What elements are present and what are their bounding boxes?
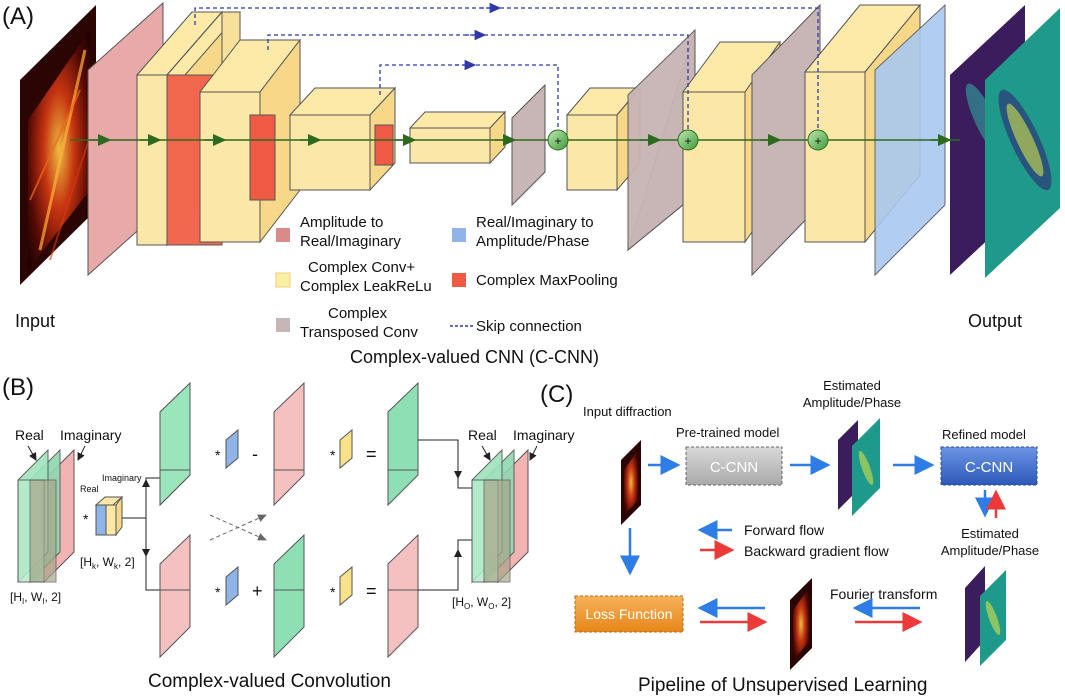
sum-node-1: + <box>547 129 569 151</box>
output-phase-image <box>985 8 1060 278</box>
op-star: * <box>215 584 221 600</box>
pretrained-ccnn-text: C-CNN <box>710 459 758 476</box>
result-real <box>387 381 419 507</box>
kernel-imag-label: Imaginary <box>102 473 142 483</box>
imag-part-top <box>273 381 305 507</box>
bottleneck-block <box>408 110 507 165</box>
sum-symbol: + <box>554 134 561 148</box>
legend-amp2ri-line1: Amplitude to <box>300 214 383 231</box>
op-plus: + <box>252 581 263 601</box>
sum-symbol: + <box>684 134 691 148</box>
pretrained-model-label: Pre-trained model <box>676 425 779 440</box>
input-feature-stack <box>17 448 75 584</box>
legend-amp2ri-line2: Real/Imaginary <box>300 233 401 250</box>
estimated-top-line2: Amplitude/Phase <box>803 395 901 410</box>
kernel-dims: [Hk, Wk, 2] <box>80 555 135 571</box>
conv-block-3 <box>288 86 397 192</box>
op-star: * <box>83 511 89 527</box>
panel-a-label: (A) <box>2 3 34 30</box>
sum-node-2: + <box>677 129 699 151</box>
output-feature-stack <box>471 448 529 584</box>
c-input-diffraction <box>621 440 641 525</box>
estimated-top-line1: Estimated <box>823 378 881 393</box>
result-imag <box>387 533 419 659</box>
op-equal: = <box>366 581 377 601</box>
op-minus: - <box>252 444 258 464</box>
forward-flow-label: Forward flow <box>744 522 825 538</box>
estimated-right-line1: Estimated <box>961 526 1019 541</box>
kernel-imag-top <box>339 428 353 470</box>
sum-symbol: + <box>814 134 821 148</box>
estimated-amp-phase-bottom <box>965 566 1006 666</box>
refined-model-label: Refined model <box>942 427 1026 442</box>
output-label: Output <box>968 311 1022 331</box>
input-dims: [HI, WI, 2] <box>10 590 61 606</box>
c-reconstructed-diffraction <box>790 578 812 670</box>
output-dims: [HO, WO, 2] <box>452 595 511 611</box>
legend-ri2ap-line2: Amplitude/Phase <box>476 233 589 250</box>
skip-connections <box>194 2 819 140</box>
legend-conv-line1: Complex Conv+ <box>308 259 415 276</box>
legend-conv-line2: Complex LeakReLu <box>300 278 432 295</box>
fourier-transform-label: Fourier transform <box>830 586 937 602</box>
input-diffraction-label: Input diffraction <box>583 404 672 419</box>
kernel-real-top <box>225 428 239 470</box>
legend-swatch-conv <box>275 272 291 288</box>
legend-swatch-amp2ri <box>276 228 290 242</box>
pretrained-ccnn-box: C-CNN <box>685 446 783 486</box>
kernel-imag-bottom <box>339 565 353 607</box>
op-equal: = <box>366 444 377 464</box>
legend-pool-text: Complex MaxPooling <box>476 272 618 289</box>
input-diffraction-image <box>20 5 96 285</box>
legend-swatch-tconv <box>276 318 290 332</box>
op-star: * <box>330 584 336 600</box>
legend-swatch-pool <box>452 273 466 287</box>
legend-swatch-ri2ap <box>452 228 466 242</box>
refined-ccnn-text: C-CNN <box>965 459 1013 476</box>
kernel-real-label: Real <box>80 484 99 494</box>
legend-ri2ap-line1: Real/Imaginary to <box>476 214 594 231</box>
conv-block-2 <box>198 38 302 244</box>
op-star: * <box>330 447 336 463</box>
kernel-cube <box>94 495 124 537</box>
sum-node-3: + <box>807 129 829 151</box>
loss-function-box: Loss Function <box>574 595 684 633</box>
real-part-bottom <box>273 533 305 659</box>
input-real-label: Real <box>15 427 44 443</box>
estimated-amp-phase-top <box>838 418 880 516</box>
backward-flow-label: Backward gradient flow <box>744 543 890 559</box>
panel-b-caption: Complex-valued Convolution <box>148 671 391 692</box>
estimated-right-line2: Amplitude/Phase <box>941 543 1039 558</box>
panel-c-label: (C) <box>540 381 573 408</box>
input-label: Input <box>15 311 55 331</box>
input-imag-label: Imaginary <box>60 427 121 443</box>
imag-part-bottom <box>159 533 191 659</box>
panel-a-caption: Complex-valued CNN (C-CNN) <box>350 347 599 367</box>
panel-c-caption: Pipeline of Unsupervised Learning <box>638 675 927 696</box>
panel-b-label: (B) <box>2 374 34 401</box>
op-star: * <box>215 447 221 463</box>
output-real-label: Real <box>468 427 497 443</box>
real-part-top <box>159 381 191 507</box>
output-imag-label: Imaginary <box>513 427 574 443</box>
legend-a: Amplitude to Real/Imaginary Real/Imagina… <box>275 214 618 341</box>
tconv-1 <box>511 83 546 207</box>
loss-function-text: Loss Function <box>585 606 672 622</box>
legend-tconv-line1: Complex <box>328 305 388 322</box>
kernel-real-bottom <box>225 565 239 607</box>
refined-ccnn-box: C-CNN <box>940 446 1038 486</box>
legend-tconv-line2: Transposed Conv <box>300 324 418 341</box>
legend-skip-text: Skip connection <box>476 318 582 335</box>
